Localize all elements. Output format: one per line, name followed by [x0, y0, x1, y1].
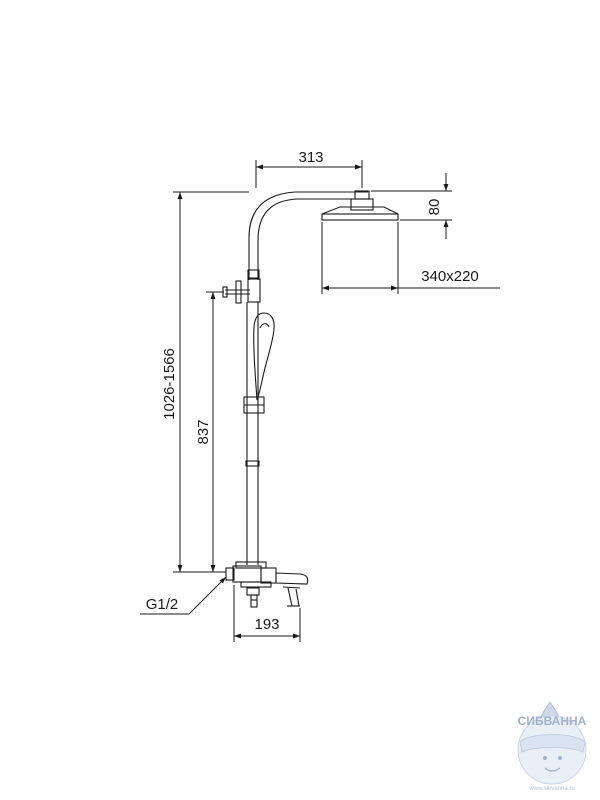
- shower-column: [246, 191, 368, 565]
- dimension-outlet-height: [206, 291, 224, 573]
- watermark-brand: СИБВАННА: [518, 714, 587, 728]
- arm-reach-label: 313: [298, 149, 323, 166]
- bath-mixer: [225, 561, 309, 608]
- inlet-thread-label: G1/2: [146, 596, 179, 613]
- diverter-knob: [222, 278, 261, 304]
- overhead-shower-head: [321, 190, 399, 221]
- total-height-label: 1026-1566: [161, 348, 178, 420]
- mixer-width-label: 193: [254, 616, 279, 633]
- head-height-label: 80: [426, 199, 443, 216]
- head-size-label: 340x220: [421, 268, 479, 285]
- dimension-head-height: [371, 173, 452, 239]
- dimension-head-size: [321, 222, 500, 294]
- watermark-url: www.sibvanna.ru: [528, 786, 574, 792]
- dimension-inlet-thread: [140, 576, 227, 615]
- dimension-total-height: [173, 191, 249, 573]
- dimension-mixer-width: [233, 585, 301, 642]
- hand-shower: [243, 312, 275, 467]
- dimension-arm-reach: [255, 160, 363, 188]
- outlet-height-label: 837: [195, 419, 212, 444]
- watermark-logo: СИБВАННА www.sibvanna.ru: [517, 701, 587, 792]
